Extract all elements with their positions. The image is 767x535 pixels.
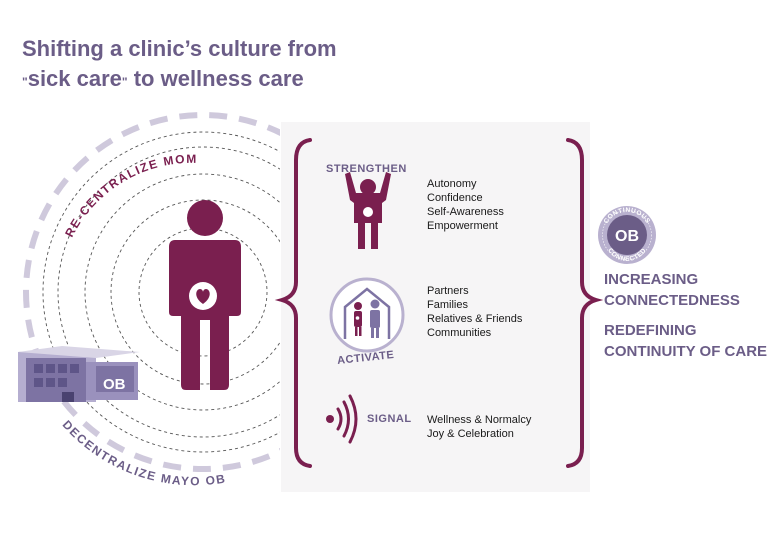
outcome-line: CONTINUITY OF CARE bbox=[604, 343, 767, 360]
list-item: Wellness & Normalcy bbox=[427, 414, 532, 426]
signal-list: Wellness & Normalcy Joy & Celebration bbox=[427, 413, 531, 441]
title-line-2: "sick care" to wellness care bbox=[22, 64, 337, 94]
title-sick-care: sick care bbox=[27, 66, 122, 91]
list-item: Communities bbox=[427, 327, 492, 339]
quote-close: " bbox=[121, 75, 128, 89]
list-item: Partners bbox=[427, 285, 469, 297]
outcome-line: REDEFINING bbox=[604, 322, 697, 339]
title-rest: to wellness care bbox=[127, 66, 304, 91]
signal-label: SIGNAL bbox=[367, 413, 412, 425]
title-line-1: Shifting a clinic’s culture from bbox=[22, 36, 337, 61]
outcome-line: INCREASING bbox=[604, 271, 699, 288]
activate-family-icon bbox=[329, 277, 405, 353]
outcome-redefining-continuity: REDEFINING CONTINUITY OF CARE bbox=[604, 320, 767, 362]
mom-figure-icon bbox=[169, 200, 241, 390]
list-item: Families bbox=[427, 299, 468, 311]
continuous-connected-badge bbox=[598, 206, 656, 264]
list-item: Relatives & Friends bbox=[427, 313, 523, 325]
quote-open: " bbox=[22, 75, 28, 89]
list-item: Confidence bbox=[427, 192, 483, 204]
activate-list: Partners Families Relatives & Friends Co… bbox=[427, 284, 522, 340]
badge-center: OB bbox=[615, 228, 639, 245]
list-item: Empowerment bbox=[427, 220, 498, 232]
signal-icon bbox=[326, 394, 358, 444]
ring-2 bbox=[110, 199, 280, 385]
strengthen-figure-icon bbox=[345, 172, 391, 249]
ob-building-icon bbox=[18, 346, 140, 402]
list-item: Autonomy bbox=[427, 178, 477, 190]
strengthen-label: STRENGTHEN bbox=[326, 163, 407, 175]
list-item: Joy & Celebration bbox=[427, 428, 514, 440]
left-brace bbox=[274, 138, 312, 468]
outcome-increasing-connectedness: INCREASING CONNECTEDNESS bbox=[604, 269, 740, 311]
arc-label-decentralize: DECENTRALIZE MAYO OB bbox=[60, 418, 228, 489]
page-title: Shifting a clinic’s culture from "sick c… bbox=[22, 34, 337, 94]
right-brace bbox=[566, 138, 604, 468]
list-item: Self-Awareness bbox=[427, 206, 504, 218]
heart-icon bbox=[196, 289, 210, 304]
outcome-line: CONNECTEDNESS bbox=[604, 292, 740, 309]
building-sign: OB bbox=[103, 376, 126, 393]
strengthen-list: Autonomy Confidence Self-Awareness Empow… bbox=[427, 177, 504, 233]
outer-dashed-ring bbox=[23, 112, 280, 472]
